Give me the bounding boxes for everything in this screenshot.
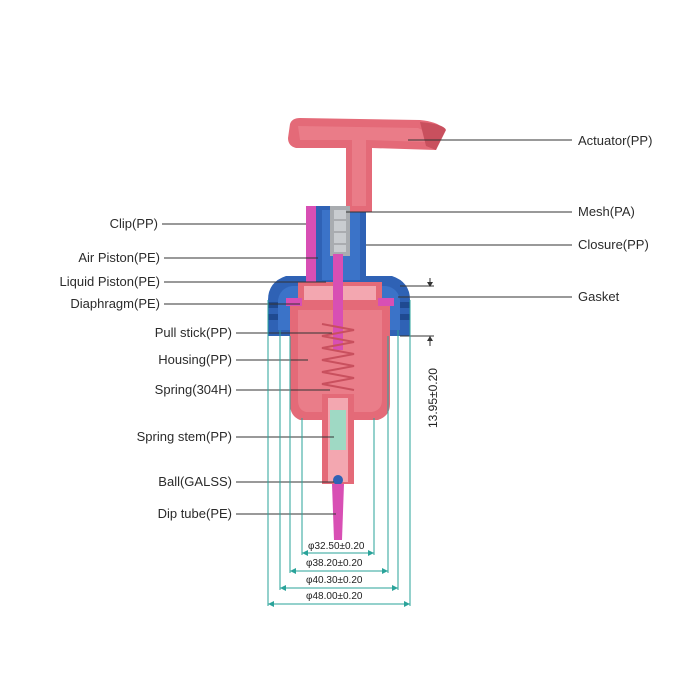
label-housing: Housing(PP) [158, 352, 232, 367]
diameter-dimensions [267, 300, 411, 606]
dip-tube [332, 484, 344, 540]
ball [333, 475, 343, 485]
label-actuator: Actuator(PP) [578, 133, 653, 148]
label-ball: Ball(GALSS) [158, 474, 232, 489]
dimension-d4: φ48.00±0.20 [306, 591, 363, 602]
actuator [288, 118, 446, 212]
label-air-piston: Air Piston(PE) [78, 250, 160, 265]
dimension-arrowheads [268, 550, 410, 607]
dimension-d2: φ38.20±0.20 [306, 558, 363, 569]
label-pull-stick: Pull stick(PP) [154, 325, 232, 340]
dimension-height: 13.95±0.20 [426, 368, 440, 428]
leader-lines-right [346, 139, 572, 298]
label-mesh: Mesh(PA) [578, 204, 635, 219]
diaphragm [286, 298, 394, 306]
label-gasket: Gasket [578, 289, 620, 304]
label-dip-tube: Dip tube(PE) [157, 506, 232, 521]
label-diaphragm: Diaphragm(PE) [70, 296, 160, 311]
dimension-d1: φ32.50±0.20 [308, 541, 365, 552]
label-clip: Clip(PP) [109, 216, 158, 231]
gasket-dimension [400, 278, 434, 346]
pull-stick [333, 254, 343, 350]
spring [321, 323, 355, 391]
label-spring: Spring(304H) [154, 382, 232, 397]
label-closure: Closure(PP) [578, 237, 649, 252]
clip [306, 206, 316, 282]
dimension-d3: φ40.30±0.20 [306, 575, 363, 586]
mesh [330, 206, 350, 256]
label-spring-stem: Spring stem(PP) [136, 429, 232, 444]
spring-stem [330, 410, 346, 450]
leader-lines-left [162, 223, 336, 515]
label-liquid-piston: Liquid Piston(PE) [59, 274, 160, 289]
